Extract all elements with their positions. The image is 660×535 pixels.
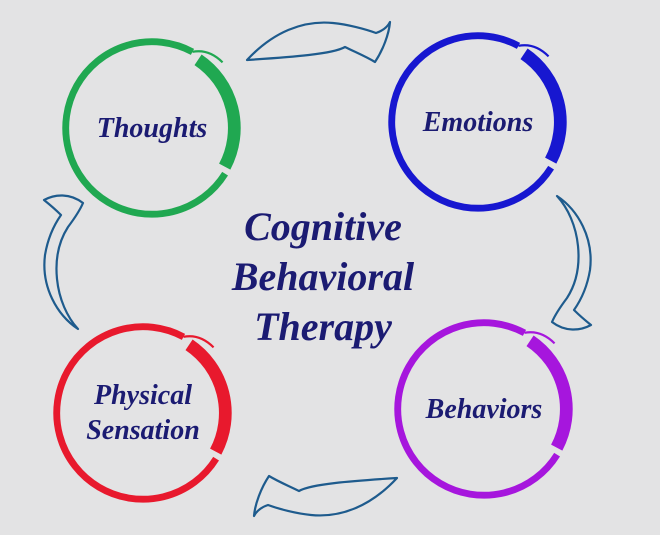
arrow-thoughts-to-emotions xyxy=(245,20,392,64)
title-line-1: Cognitive xyxy=(244,204,402,249)
thoughts-circle xyxy=(62,38,241,218)
behaviors-circle xyxy=(394,319,573,499)
emotions-circle xyxy=(388,32,567,212)
brush-circle-icon xyxy=(53,323,232,503)
swoosh-arrow-left-icon xyxy=(252,474,399,518)
curve-arrow-down-icon xyxy=(550,194,593,331)
brush-circle-icon xyxy=(394,319,573,499)
brush-circle-icon xyxy=(388,32,567,212)
title-line-3: Therapy xyxy=(254,304,392,349)
arrow-behaviors-to-physical-sensation xyxy=(252,474,399,518)
title-line-2: Behavioral xyxy=(231,254,415,299)
arrow-physical-sensation-to-thoughts xyxy=(42,194,85,331)
swoosh-arrow-right-icon xyxy=(245,20,392,64)
arrow-emotions-to-behaviors xyxy=(550,194,593,331)
brush-circle-icon xyxy=(62,38,241,218)
physical-sensation-circle xyxy=(53,323,232,503)
curve-arrow-up-icon xyxy=(42,194,85,331)
diagram-title: Cognitive Behavioral Therapy xyxy=(183,202,463,352)
